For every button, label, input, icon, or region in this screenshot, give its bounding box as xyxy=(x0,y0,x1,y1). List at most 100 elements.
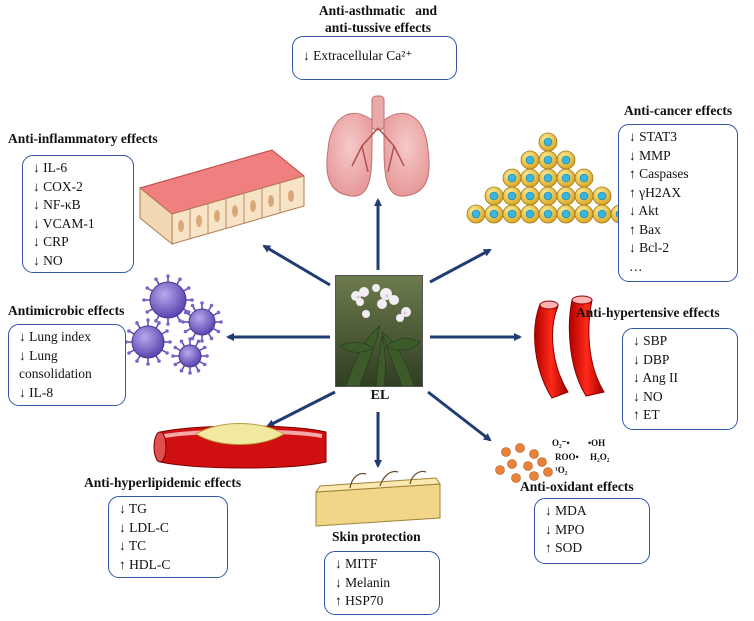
cancer-cell xyxy=(520,168,540,188)
hyperlipidemic-title: Anti-hyperlipidemic effects xyxy=(84,475,242,490)
skin-box: ↓ MITF ↓ Melanin ↑ HSP70 xyxy=(324,551,440,615)
inflammatory-item: ↓ NO xyxy=(33,252,63,268)
inflammatory-item: ↓ IL-6 xyxy=(33,160,68,175)
cancer-item: ↓ STAT3 xyxy=(629,129,678,144)
skin-item: ↓ MITF xyxy=(335,556,378,571)
oxidant-title: Anti-oxidant effects xyxy=(520,479,634,494)
hyperlipidemic-item: ↓ LDL-C xyxy=(119,519,169,535)
cancer-cell xyxy=(556,150,576,170)
hyperlipidemic-item: ↓ TC xyxy=(119,538,147,553)
oxidant-particle xyxy=(511,473,521,483)
arrows xyxy=(226,198,522,468)
skin-item: ↓ Melanin xyxy=(335,574,391,590)
oxidant-particle xyxy=(495,465,505,475)
virus xyxy=(124,318,172,366)
hyperlipidemic-item: ↓ TG xyxy=(119,501,147,516)
hyperlipidemic-item: ↑ HDL-C xyxy=(119,556,171,572)
virus xyxy=(142,274,194,326)
cancer-cell xyxy=(574,168,594,188)
cancer-cell xyxy=(520,204,540,224)
antimicrobic-item: ↓ Lung index xyxy=(19,329,91,344)
hypertensive-item: ↓ Ang II xyxy=(633,370,678,385)
cancer-item: ↓ Akt xyxy=(629,203,659,218)
cancer-cell xyxy=(556,168,576,188)
hypertensive-item: ↓ NO xyxy=(633,388,663,404)
radical-superoxide: O₂⁻• xyxy=(552,438,570,448)
inflammatory-item: ↓ COX-2 xyxy=(33,178,83,194)
cancer-cell xyxy=(538,168,558,188)
inflammatory-item: ↓ NF-κB xyxy=(33,197,81,212)
cancer-cell xyxy=(502,168,522,188)
skin-title: Skin protection xyxy=(332,529,421,544)
cancer-box: ↓ STAT3 ↓ MMP ↑ Caspases ↑ γH2AX ↓ Akt ↑… xyxy=(618,124,738,282)
radical-peroxyl: ROO• xyxy=(555,452,579,462)
cancer-cell xyxy=(574,186,594,206)
cancer-item: ↓ MMP xyxy=(629,147,671,163)
hypertensive-item: ↓ DBP xyxy=(633,351,670,367)
virus xyxy=(171,337,209,375)
radical-singlet-oxygen: ¹O₂ xyxy=(555,465,568,475)
antimicrobic-item: ↓ Lung xyxy=(19,347,58,363)
cancer-cell xyxy=(466,204,486,224)
antimicrobic-item: ↓ IL-8 xyxy=(19,384,54,400)
tissue-illustration xyxy=(138,149,306,246)
inflammatory-box: ↓ IL-6 ↓ COX-2 ↓ NF-κB ↓ VCAM-1 ↓ CRP ↓ … xyxy=(22,155,134,273)
cancer-cell xyxy=(538,132,558,152)
cancer-cell xyxy=(538,150,558,170)
hypertensive-title: Anti-hypertensive effects xyxy=(576,305,720,320)
cancer-cell xyxy=(574,204,594,224)
cancer-cell xyxy=(592,204,612,224)
cancer-cells-illustration xyxy=(466,132,630,224)
lungs-illustration xyxy=(326,95,430,197)
arrow-to-inflammatory xyxy=(262,244,331,287)
center-label: EL xyxy=(370,388,390,403)
oxidant-box: ↓ MDA ↓ MPO ↑ SOD xyxy=(534,498,650,564)
skin-item: ↑ HSP70 xyxy=(335,593,384,608)
antimicrobic-item: consolidation xyxy=(19,366,92,381)
cancer-cell xyxy=(502,204,522,224)
plaque-vessel-illustration xyxy=(153,423,327,469)
antimicrobic-title: Antimicrobic effects xyxy=(8,303,125,318)
plant-icon xyxy=(336,276,422,386)
cancer-cell xyxy=(502,186,522,206)
asthma-title: Anti-asthmatic and anti-tussive effects xyxy=(290,2,466,36)
oxidant-particle xyxy=(537,457,547,467)
cancer-cell xyxy=(520,186,540,206)
arrow-to-oxidant xyxy=(427,390,492,442)
arrow-to-cancer xyxy=(429,248,492,284)
virus xyxy=(181,301,223,343)
radical-hydroxyl: •OH xyxy=(588,438,606,448)
oxidant-item: ↑ SOD xyxy=(545,540,583,555)
hypertensive-item: ↑ ET xyxy=(633,407,660,422)
radical-hydrogen-peroxide: H₂O₂ xyxy=(590,452,610,462)
inflammatory-title: Anti-inflammatory effects xyxy=(8,131,158,146)
oxidant-particle xyxy=(529,449,539,459)
cancer-cell xyxy=(556,186,576,206)
oxidant-particle xyxy=(523,461,533,471)
hypertensive-box: ↓ SBP ↓ DBP ↓ Ang II ↓ NO ↑ ET xyxy=(622,328,738,430)
cancer-cell xyxy=(556,204,576,224)
skin-illustration xyxy=(315,470,441,527)
cancer-cell xyxy=(520,150,540,170)
asthma-box: ↓ Extracellular Ca²⁺ xyxy=(292,36,457,80)
oxidant-item: ↓ MDA xyxy=(545,503,587,518)
oxidant-item: ↓ MPO xyxy=(545,521,585,537)
cancer-item: ↓ Bcl-2 xyxy=(629,240,670,255)
hypertensive-item: ↓ SBP xyxy=(633,333,668,348)
cancer-item: ↑ Bax xyxy=(629,221,661,237)
cancer-cell xyxy=(484,204,504,224)
oxidant-particles-illustration xyxy=(495,443,553,483)
oxidant-particle xyxy=(515,443,525,453)
cancer-item: … xyxy=(629,258,643,274)
oxidant-particle xyxy=(529,471,539,481)
cancer-cell xyxy=(538,204,558,224)
arrow-to-hyperlipidemic xyxy=(266,390,336,428)
cancer-item: ↑ γH2AX xyxy=(629,184,682,200)
antimicrobic-box: ↓ Lung index ↓ Lung consolidation ↓ IL-8 xyxy=(8,324,126,406)
cancer-cell xyxy=(592,186,612,206)
oxidant-particle xyxy=(543,467,553,477)
cancer-item: ↑ Caspases xyxy=(629,166,689,181)
blood-vessel-illustration xyxy=(534,295,605,399)
inflammatory-item: ↓ VCAM-1 xyxy=(33,215,95,231)
